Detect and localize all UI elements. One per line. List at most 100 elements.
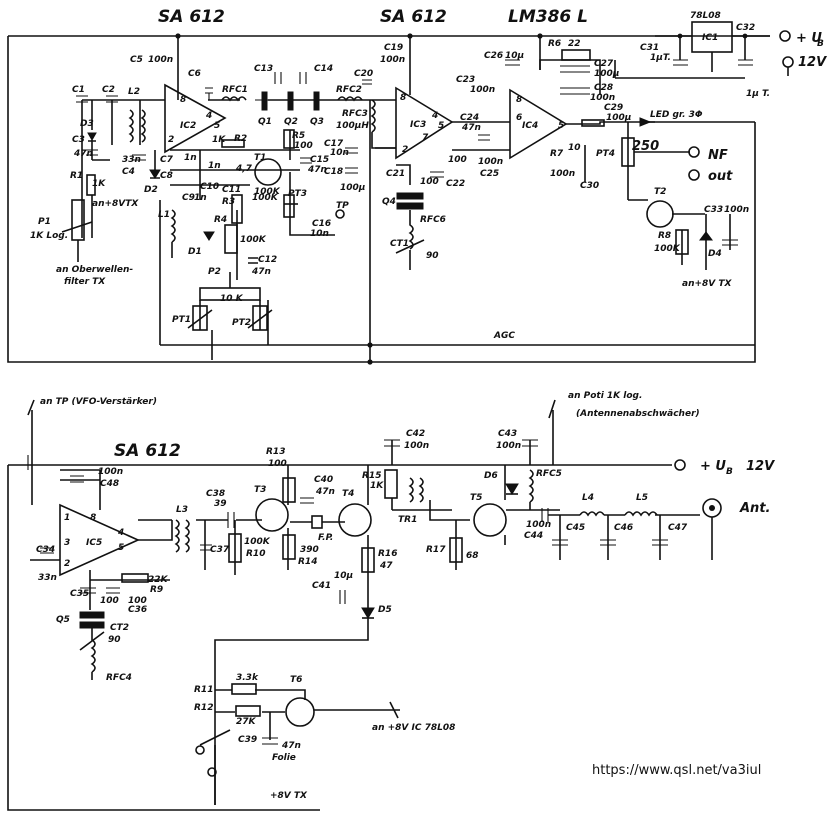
label-t2: T2 xyxy=(654,187,666,197)
label-ic3: IC3 xyxy=(410,120,426,130)
label-c33: C33 xyxy=(704,205,723,215)
label-q3: Q3 xyxy=(310,117,324,127)
label-c41: C41 xyxy=(312,581,331,591)
label-c35-value: 100 xyxy=(100,596,119,606)
label-c4: C4 xyxy=(122,167,135,177)
label-l1: L1 xyxy=(158,210,170,220)
label-c7: C7 xyxy=(160,155,174,165)
label-c29: C29 xyxy=(604,103,623,113)
rfc6 xyxy=(408,210,414,270)
label-r4-value: 100K xyxy=(240,235,267,245)
label-c45: C45 xyxy=(566,523,585,533)
label-ub-top: + U xyxy=(796,31,822,46)
label-fp: F.P. xyxy=(318,533,333,543)
label-r5: R5 xyxy=(292,131,305,141)
label-filter-1: an Oberwellen- xyxy=(56,265,133,275)
label-c9-value: 1n xyxy=(194,193,207,203)
label-c10: C10 xyxy=(200,182,219,192)
label-r7-value: 10 xyxy=(568,143,581,153)
label-r16-value: 47 xyxy=(379,561,393,571)
pin-ic4-6: 6 xyxy=(516,113,522,123)
pin-ic5-4: 4 xyxy=(117,528,124,538)
label-c43: C43 xyxy=(498,429,517,439)
label-c5-value: 100n xyxy=(148,55,173,65)
label-c28: C28 xyxy=(594,83,613,93)
label-pt4: PT4 xyxy=(596,149,615,159)
label-an8vtx-2: an+8V TX xyxy=(682,279,733,289)
label-poti-2: (Antennenabschwächer) xyxy=(576,409,700,419)
label-r9-value: 22K xyxy=(148,575,169,585)
label-pt3-value: 100K xyxy=(254,187,281,197)
label-c36: C36 xyxy=(128,605,147,615)
pin-ic3-4: 4 xyxy=(431,111,438,121)
label-c24-value: 47n xyxy=(461,123,481,133)
label-c8: C8 xyxy=(160,171,173,181)
label-c41-value: 10µ xyxy=(334,571,354,581)
label-c24: C24 xyxy=(460,113,479,123)
label-ub-bottom: + U xyxy=(700,459,726,474)
label-d2: D2 xyxy=(144,185,158,195)
label-r12: R12 xyxy=(194,703,213,713)
label-d1: D1 xyxy=(188,247,202,257)
label-p2: P2 xyxy=(208,267,221,277)
pin-ic4-8: 8 xyxy=(516,95,522,105)
label-12v-bottom: 12V xyxy=(746,459,775,474)
label-c44: C44 xyxy=(524,531,543,541)
label-ic5: IC5 xyxy=(86,538,102,548)
label-ct1-value: 90 xyxy=(426,251,439,261)
label-d4: D4 xyxy=(708,249,722,259)
label-l2: L2 xyxy=(128,87,140,97)
label-q5: Q5 xyxy=(56,615,70,625)
label-led: LED gr. 3Φ xyxy=(650,110,703,120)
label-rfc2: RFC2 xyxy=(336,85,362,95)
transistor-t4 xyxy=(338,503,372,537)
label-c16: C16 xyxy=(312,219,331,229)
ic4-amp xyxy=(509,88,568,160)
pin-ic3-7: 7 xyxy=(422,133,429,143)
label-c38: C38 xyxy=(206,489,225,499)
ub-terminal-bottom xyxy=(674,459,686,471)
label-r11: R11 xyxy=(194,685,213,695)
label-r3-value: 100K xyxy=(252,193,279,203)
label-c28-value: 100n xyxy=(590,93,615,103)
tr1 xyxy=(408,477,414,503)
label-c19-value: 100n xyxy=(380,55,405,65)
label-an-tp: an TP (VFO-Verstärker) xyxy=(40,397,157,407)
label-47: 4,7 xyxy=(235,164,253,174)
ic3-opamp xyxy=(395,86,454,160)
label-d6: D6 xyxy=(484,471,498,481)
ub-terminal-top xyxy=(779,30,791,42)
label-r10-value: 100K xyxy=(244,537,271,547)
label-c34-value: 33n xyxy=(38,573,57,583)
label-c6: C6 xyxy=(188,69,201,79)
ic-title-sa612-1: SA 612 xyxy=(158,7,225,27)
label-8vtx: +8V TX xyxy=(270,791,308,801)
label-pt4-value: 250 xyxy=(632,139,659,154)
rfc5 xyxy=(528,440,534,510)
label-ant: Ant. xyxy=(739,501,770,516)
label-agc: AGC xyxy=(493,331,515,341)
label-r6-value: 22 xyxy=(568,39,581,49)
transmitter-section xyxy=(7,399,722,811)
label-t5: T5 xyxy=(470,493,482,503)
label-tr1: TR1 xyxy=(398,515,417,525)
label-c21-value: 100 xyxy=(420,177,439,187)
label-folie: Folie xyxy=(272,753,296,763)
label-c15-value: 47n xyxy=(307,165,327,175)
label-q1: Q1 xyxy=(258,117,272,127)
label-d3: D3 xyxy=(80,119,94,129)
label-c31-value: 1µT. xyxy=(650,53,671,63)
label-c23-value: 100n xyxy=(470,85,495,95)
label-c26-value: 10µ xyxy=(505,51,525,61)
label-pt3: PT3 xyxy=(288,189,307,199)
label-c5: C5 xyxy=(130,55,143,65)
label-c29-value: 100µ xyxy=(606,113,632,123)
label-c33-value: 100n xyxy=(724,205,749,215)
label-r15: R15 xyxy=(362,471,381,481)
label-an8vtx-1: an+8VTX xyxy=(92,199,139,209)
label-rfc1: RFC1 xyxy=(222,85,248,95)
label-c42: C42 xyxy=(406,429,425,439)
pin-ic2-2: 2 xyxy=(168,135,174,145)
label-c25: C25 xyxy=(480,169,499,179)
